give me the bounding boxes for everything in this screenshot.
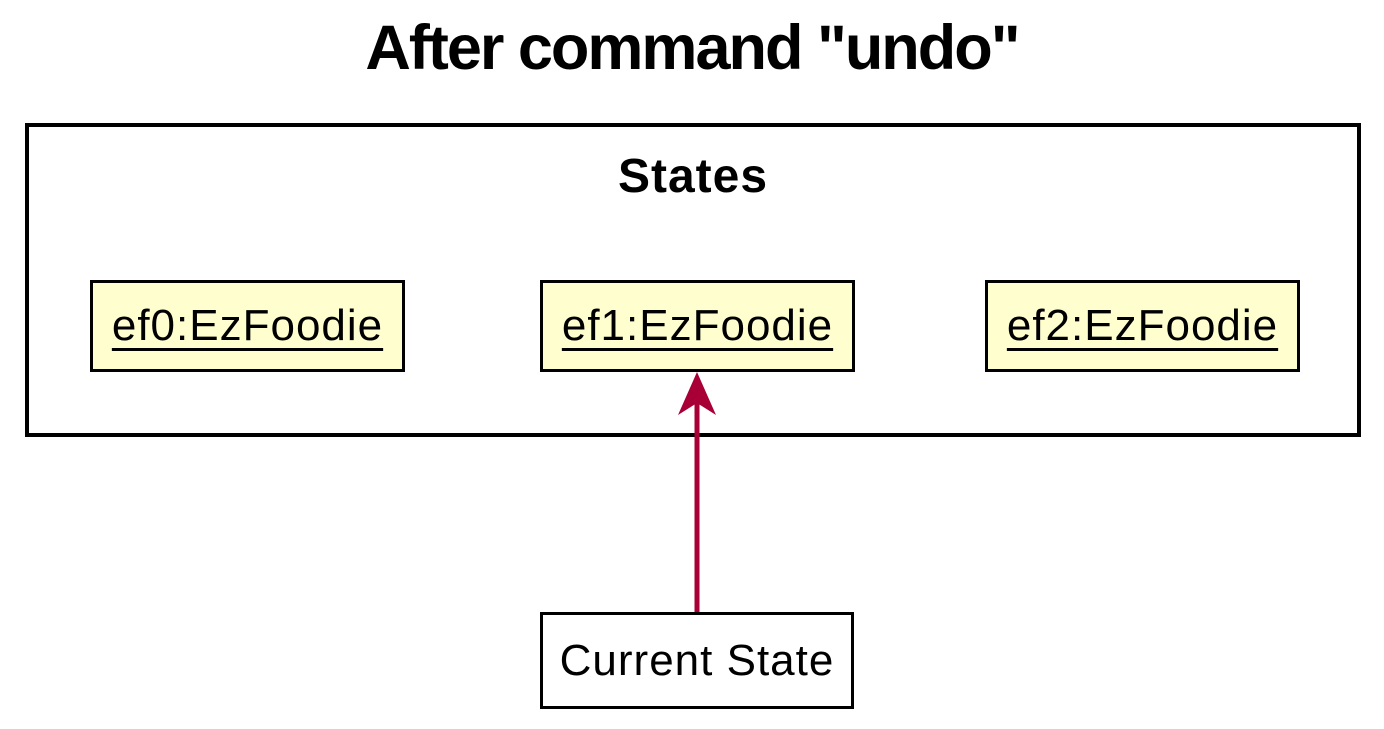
object-box-ef0: ef0:EzFoodie [90, 280, 405, 372]
current-state-label: Current State [559, 635, 835, 685]
diagram-title: After command "undo" [365, 13, 1020, 83]
object-box-ef1: ef1:EzFoodie [540, 280, 855, 372]
states-container-label: States [617, 150, 769, 203]
current-state-box: Current State [540, 612, 854, 709]
object-label-ef0: ef0:EzFoodie [111, 301, 384, 350]
object-box-ef2: ef2:EzFoodie [985, 280, 1300, 372]
object-label-ef2: ef2:EzFoodie [1006, 301, 1279, 350]
object-label-ef1: ef1:EzFoodie [561, 301, 834, 350]
